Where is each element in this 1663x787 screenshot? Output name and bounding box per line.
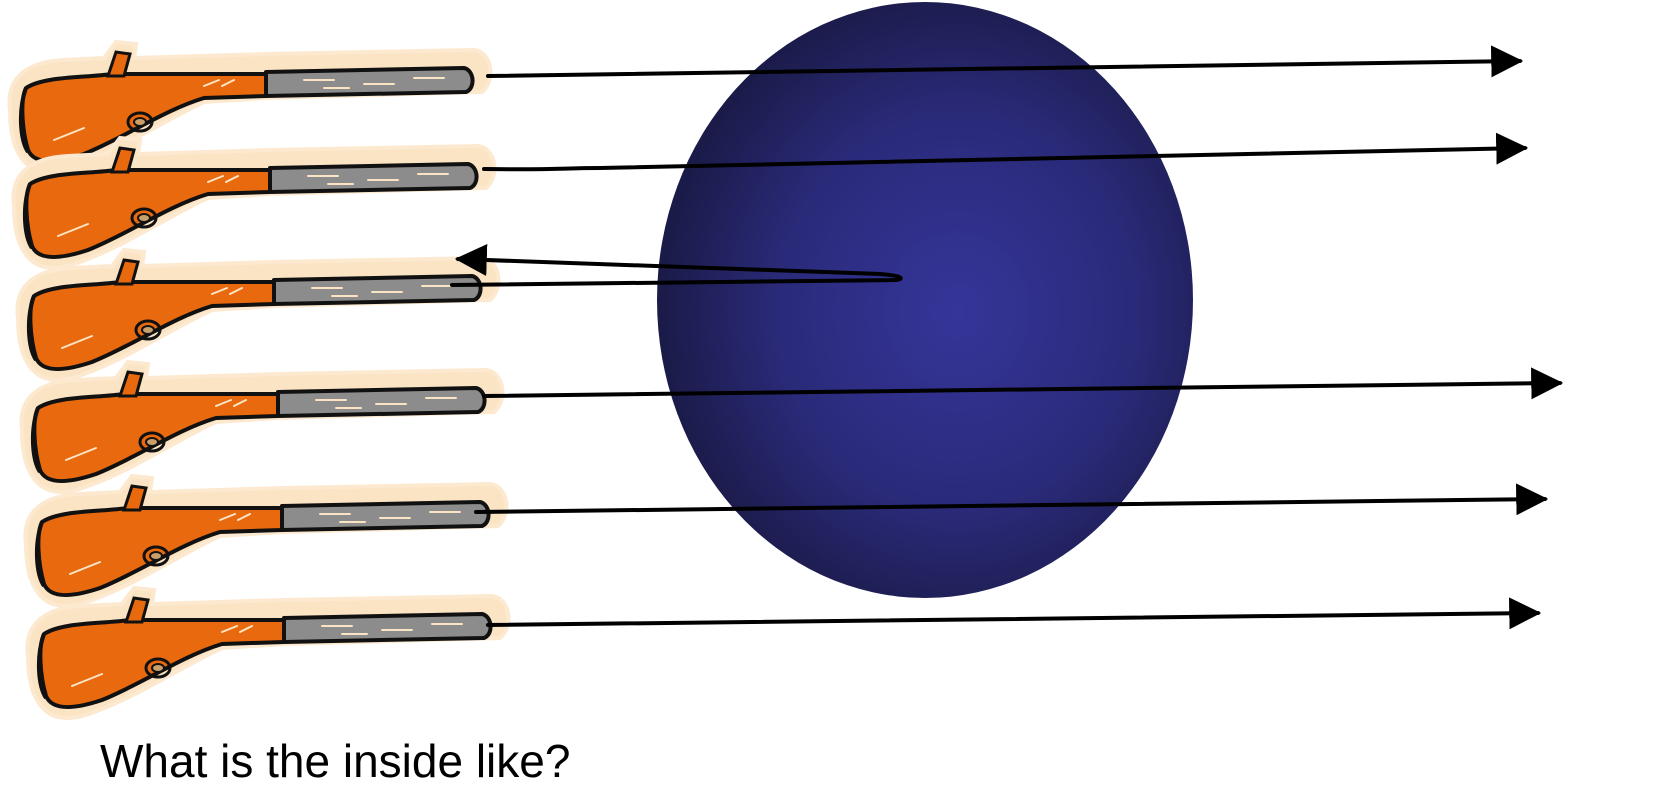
rifle-icon — [13, 138, 494, 268]
transmitted-shot-arrow — [488, 613, 1538, 625]
rifle-icon — [25, 476, 506, 606]
rifle-column — [9, 42, 508, 718]
rifle-icon — [17, 250, 498, 380]
rifle-icon — [21, 362, 502, 492]
scattering-diagram — [0, 0, 1663, 768]
question-caption: What is the inside like? — [100, 738, 570, 784]
rifle-icon — [27, 588, 508, 718]
